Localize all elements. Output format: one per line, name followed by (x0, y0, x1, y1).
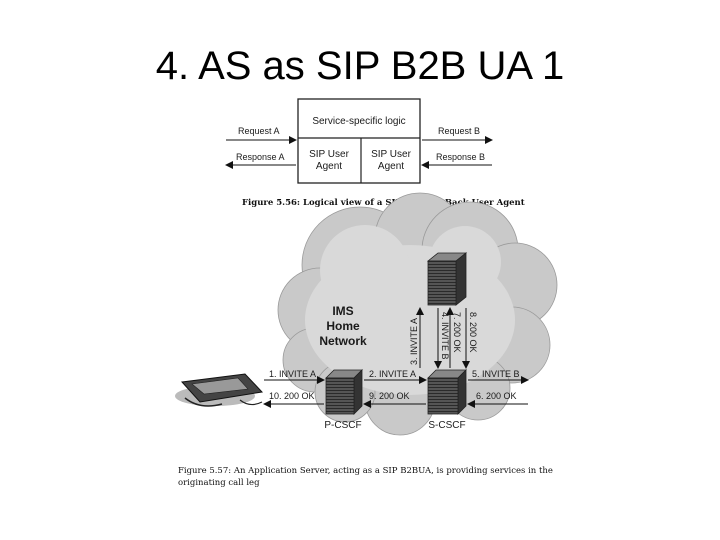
msg9-label: 9. 200 OK (369, 391, 410, 401)
application-server (426, 252, 468, 306)
ua-right-line2: Agent (378, 161, 404, 172)
request-a-label: Request A (238, 126, 280, 136)
ua-right-line1: SIP User (371, 149, 411, 160)
msg3-label: 3. INVITE A (409, 318, 419, 365)
msg8-label: 8. 200 OK (468, 312, 478, 353)
slide-title: 4. AS as SIP B2B UA 1 (155, 44, 565, 88)
mobile-phone-icon (175, 373, 264, 407)
msg2-label: 2. INVITE A (369, 369, 416, 379)
msg5-label: 5. INVITE B (472, 369, 520, 379)
msg10-label: 10. 200 OK (269, 391, 315, 401)
network-label-line2: Home (326, 319, 360, 333)
pcscf-server (325, 369, 363, 415)
msg7-label: 7. 200 OK (452, 312, 462, 353)
figure-5-56-caption: Figure 5.56: Logical view of a SIP Back-… (242, 198, 525, 208)
response-b-label: Response B (436, 152, 485, 162)
scscf-server (427, 369, 467, 415)
scscf-label: S-CSCF (428, 420, 465, 431)
figure-5-56: Service-specific logic SIP User Agent SI… (225, 98, 525, 208)
network-label-line1: IMS (332, 304, 353, 318)
figure-5-57-caption-line1: Figure 5.57: An Application Server, acti… (178, 466, 553, 476)
b2bua-box (297, 98, 421, 184)
msg1-label: 1. INVITE A (269, 369, 316, 379)
msg4-label: 4. INVITE B (440, 312, 450, 360)
request-b-label: Request B (438, 126, 480, 136)
figure-5-57-caption-line2: originating call leg (178, 478, 260, 488)
msg6-label: 6. 200 OK (476, 391, 517, 401)
ua-left-line1: SIP User (309, 149, 349, 160)
service-logic-label: Service-specific logic (312, 116, 405, 127)
ua-left-line2: Agent (316, 161, 342, 172)
response-a-label: Response A (236, 152, 285, 162)
figure-5-57: IMS Home Network P-CSCF S-CSCF (175, 192, 558, 488)
pcscf-label: P-CSCF (324, 420, 361, 431)
network-label-line3: Network (319, 334, 367, 348)
